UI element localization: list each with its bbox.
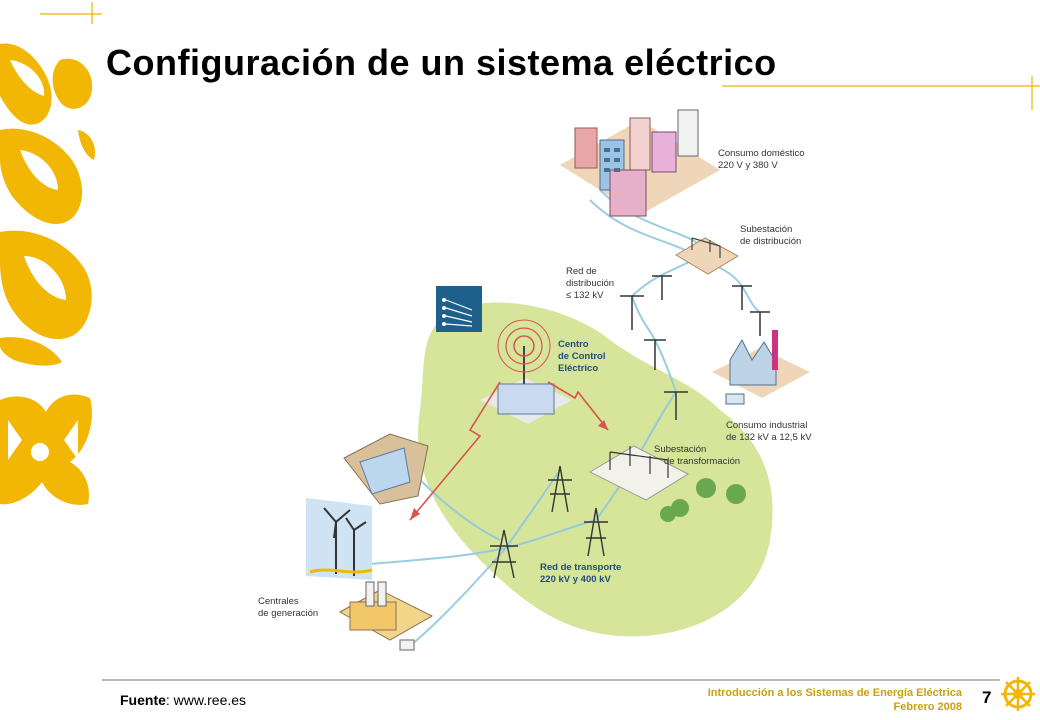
label-subestacion-trans-1: Subestación <box>654 444 706 455</box>
transformation-substation <box>588 445 690 501</box>
label-consumo-domestico-1: Consumo doméstico <box>718 148 805 159</box>
label-red-distribucion-2: distribución <box>566 278 614 289</box>
label-subestacion-dist-2: de distribución <box>740 236 801 247</box>
label-subestacion-trans-2: de transformación <box>664 456 740 467</box>
label-consumo-industrial-1: Consumo industrial <box>726 420 807 431</box>
page-number: 7 <box>982 688 992 707</box>
wheel-emblem-icon <box>1001 677 1035 711</box>
label-red-transporte-2: 220 kV y 400 kV <box>540 574 611 585</box>
label-consumo-domestico-2: 220 V y 380 V <box>718 160 778 171</box>
source-label: Fuente <box>120 692 166 708</box>
footer-course: Introducción a los Sistemas de Energía E… <box>708 686 962 714</box>
label-centro-control-2: de Control <box>558 351 606 362</box>
label-centro-control-1: Centro <box>558 339 589 350</box>
label-red-transporte-1: Red de transporte <box>540 562 621 573</box>
power-plant <box>338 581 434 651</box>
wind-turbines <box>306 498 373 580</box>
control-center <box>480 319 572 424</box>
industrial-factory <box>712 330 810 405</box>
crest-decoration-icon <box>0 43 96 505</box>
distribution-substation <box>675 237 740 275</box>
label-centrales-1: Centrales <box>258 596 299 607</box>
label-centrales-2: de generación <box>258 608 318 619</box>
network-logo-icon <box>436 286 482 332</box>
slide-title: Configuración de un sistema eléctrico <box>106 42 777 83</box>
label-red-distribucion-1: Red de <box>566 266 597 277</box>
hydro-dam <box>343 433 429 505</box>
label-consumo-industrial-2: de 132 kV a 12,5 kV <box>726 432 812 443</box>
trees <box>660 478 746 522</box>
label-centro-control-3: Eléctrico <box>558 363 598 374</box>
label-red-distribucion-3: ≤ 132 kV <box>566 290 604 301</box>
city-buildings <box>560 109 720 217</box>
communication-arrows <box>409 381 609 521</box>
course-date: Febrero 2008 <box>893 701 962 713</box>
label-subestacion-dist-1: Subestación <box>740 224 792 235</box>
footer-source: Fuente: www.ree.es <box>120 692 246 708</box>
transmission-towers <box>490 465 608 579</box>
distribution-towers <box>620 275 770 420</box>
source-url: : www.ree.es <box>165 692 247 708</box>
course-title: Introducción a los Sistemas de Energía E… <box>707 687 962 699</box>
